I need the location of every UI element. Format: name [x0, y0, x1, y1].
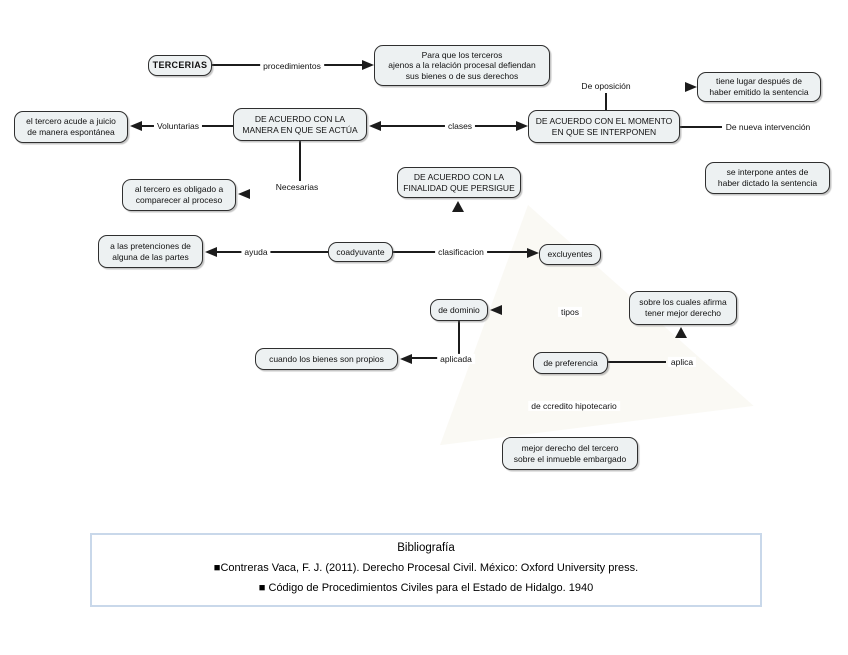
arrowhead-up-icon [675, 327, 687, 338]
background-triangle-watermark [440, 205, 754, 446]
node-cuando-bienes-propios: cuando los bienes son propios [255, 348, 398, 370]
label-de-oposicion: De oposición [578, 80, 634, 92]
arrowhead-up-icon [452, 201, 464, 212]
node-mejor-derecho-tercero: mejor derecho del tercero sobre el inmue… [502, 437, 638, 470]
node-manera-en-que-actua: DE ACUERDO CON LA MANERA EN QUE SE ACTÚA [233, 108, 367, 141]
connector-line [605, 93, 607, 110]
arrowhead-left-icon [369, 121, 381, 131]
node-tiene-lugar-despues: tiene lugar después de haber emitido la … [697, 72, 821, 102]
connector-line [458, 321, 460, 358]
bibliography-entry: ■Contreras Vaca, F. J. (2011). Derecho P… [213, 562, 639, 574]
connector-line [299, 141, 301, 181]
arrowhead-left-icon [130, 121, 142, 131]
node-de-dominio: de dominio [430, 299, 488, 321]
connector-line [680, 126, 722, 128]
label-de-credito-hipotecario: de ccredito hipotecario [528, 400, 620, 412]
node-para-que-terceros: Para que los terceros ajenos a la relaci… [374, 45, 550, 86]
label-necesarias: Necesarias [272, 181, 322, 193]
node-se-interpone-antes: se interpone antes de haber dictado la s… [705, 162, 830, 194]
arrowhead-right-icon [362, 60, 374, 70]
connector-line [411, 357, 459, 359]
label-voluntarias: Voluntarias [153, 120, 203, 132]
arrowhead-right-icon [516, 121, 528, 131]
label-clases: clases [444, 120, 476, 132]
connector-line [608, 361, 666, 363]
arrowhead-right-icon [685, 82, 697, 92]
node-coadyuvante: coadyuvante [328, 242, 393, 262]
node-tercero-acude-juicio: el tercero acude a juicio de manera espo… [14, 111, 128, 143]
label-de-nueva-intervencion: De nueva intervención [722, 121, 814, 133]
arrowhead-left-icon [400, 354, 412, 364]
bibliography-entry: ■ Código de Procedimientos Civiles para … [258, 582, 594, 594]
label-aplicada: aplicada [437, 353, 475, 365]
arrowhead-left-icon [490, 305, 502, 315]
node-excluyentes: excluyentes [539, 244, 601, 265]
label-aplica: aplica [667, 356, 697, 368]
label-tipos: tipos [558, 306, 582, 318]
arrowhead-right-icon [527, 248, 539, 258]
bibliography-title: Bibliografía [397, 542, 455, 554]
node-sobre-cuales-afirma: sobre los cuales afirma tener mejor dere… [629, 291, 737, 325]
label-ayuda: ayuda [241, 246, 271, 258]
bibliography-box: Bibliografía ■Contreras Vaca, F. J. (201… [90, 533, 762, 607]
arrowhead-left-icon [205, 247, 217, 257]
connector-line [215, 251, 328, 253]
node-tercerias: TERCERIAS [148, 55, 212, 76]
label-procedimientos: procedimientos [260, 60, 324, 72]
node-de-preferencia: de preferencia [533, 352, 608, 374]
node-tercero-obligado: al tercero es obligado a comparecer al p… [122, 179, 236, 211]
label-clasificacion: clasificacion [435, 246, 487, 258]
arrowhead-left-icon [238, 189, 250, 199]
node-pretenciones-partes: a las pretenciones de alguna de las part… [98, 235, 203, 268]
node-finalidad-persigue: DE ACUERDO CON LA FINALIDAD QUE PERSIGUE [397, 167, 521, 198]
node-momento-interponen: DE ACUERDO CON EL MOMENTO EN QUE SE INTE… [528, 110, 680, 143]
